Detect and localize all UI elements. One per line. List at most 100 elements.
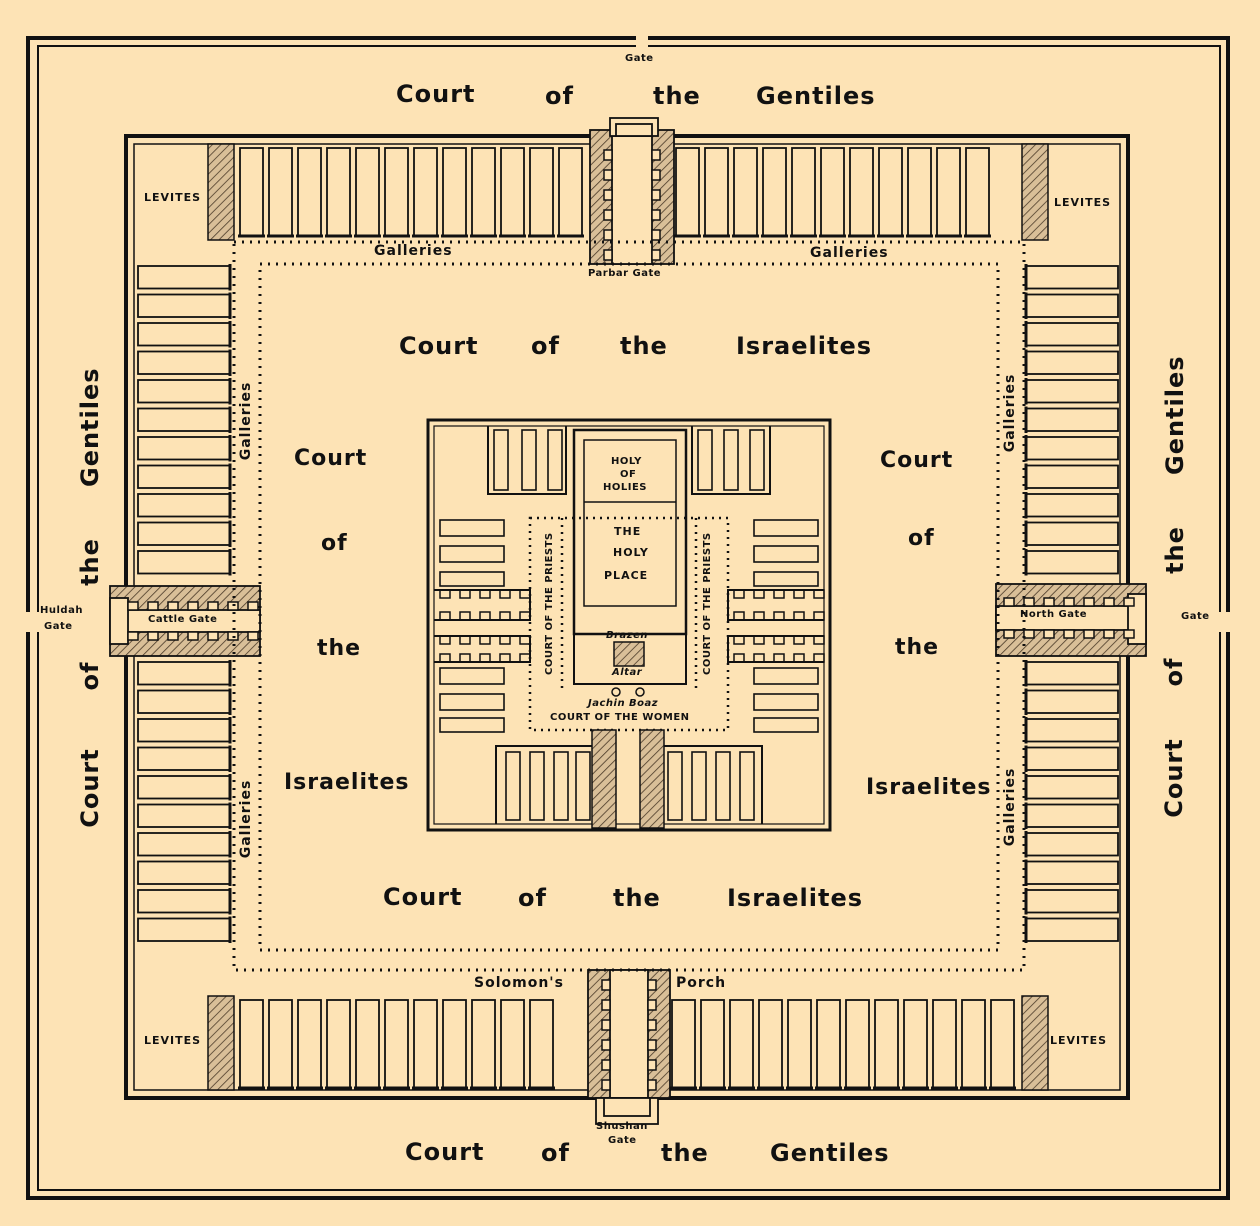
chamber-right bbox=[1025, 803, 1119, 828]
holy-place-line-1: THE bbox=[614, 525, 642, 538]
outer-court-left-word-2: of bbox=[76, 661, 104, 691]
israelites-top-word-1: Court bbox=[399, 332, 479, 360]
corner-pillars bbox=[207, 143, 1049, 1091]
court-of-priests-right: COURT OF THE PRIESTS bbox=[702, 532, 713, 675]
israelites-left-word-3: the bbox=[317, 636, 362, 661]
chamber-top bbox=[268, 147, 293, 237]
chamber-bottom bbox=[961, 999, 986, 1089]
inner-chamber-top bbox=[697, 429, 713, 491]
chamber-bottom bbox=[816, 999, 841, 1089]
levites-top-left: LEVITES bbox=[144, 191, 202, 204]
inner-chamber-top bbox=[749, 429, 765, 491]
inner-chamber-bottom bbox=[575, 751, 591, 821]
chamber-bottom bbox=[442, 999, 467, 1089]
chamber-bottom bbox=[787, 999, 812, 1089]
inner-chamber-top bbox=[723, 429, 739, 491]
chamber-top bbox=[704, 147, 729, 237]
chamber-bottom bbox=[990, 999, 1015, 1089]
inner-chamber-side bbox=[439, 571, 505, 587]
israelites-top-word-4: Israelites bbox=[736, 332, 873, 360]
outer-court-bottom-word-1: Court bbox=[405, 1138, 485, 1166]
israelites-left-word-1: Court bbox=[294, 446, 368, 471]
inner-chamber-bottom bbox=[691, 751, 707, 821]
chamber-bottom bbox=[845, 999, 870, 1089]
chamber-right bbox=[1025, 550, 1119, 575]
israelites-right-word-2: of bbox=[908, 526, 935, 551]
chamber-right bbox=[1025, 350, 1119, 375]
galleries-top-right: Galleries bbox=[810, 245, 889, 261]
chamber-top bbox=[675, 147, 700, 237]
inner-chamber-side bbox=[753, 545, 819, 563]
chamber-left bbox=[137, 293, 231, 318]
parbar-gate-label: Parbar Gate bbox=[588, 268, 662, 279]
chamber-top bbox=[326, 147, 351, 237]
chamber-top bbox=[849, 147, 874, 237]
holy-of-holies-line-3: HOLIES bbox=[603, 482, 647, 493]
chamber-right bbox=[1025, 718, 1119, 743]
chamber-bottom bbox=[500, 999, 525, 1089]
jachin-boaz-label: Jachin Boaz bbox=[588, 698, 659, 709]
chamber-top bbox=[471, 147, 496, 237]
chamber-top bbox=[733, 147, 758, 237]
chamber-top bbox=[936, 147, 961, 237]
israelites-right-word-1: Court bbox=[880, 448, 954, 473]
galleries-right-upper: Galleries bbox=[1002, 373, 1018, 453]
jachin-pillar bbox=[611, 687, 621, 697]
chamber-bottom bbox=[413, 999, 438, 1089]
chamber-bottom bbox=[268, 999, 293, 1089]
shushan-gate-label-2: Gate bbox=[608, 1135, 637, 1146]
israelites-top-word-2: of bbox=[531, 332, 560, 360]
holy-place-line-2: HOLY bbox=[613, 546, 649, 559]
inner-chamber-bottom bbox=[553, 751, 569, 821]
chamber-top bbox=[820, 147, 845, 237]
inner-chamber-side bbox=[439, 693, 505, 711]
outer-court-left-word-4: Gentiles bbox=[76, 367, 104, 487]
chamber-right bbox=[1025, 917, 1119, 942]
chamber-left bbox=[137, 832, 231, 857]
chamber-bottom bbox=[903, 999, 928, 1089]
chamber-left bbox=[137, 379, 231, 404]
levites-bottom-right: LEVITES bbox=[1050, 1034, 1108, 1047]
chamber-top bbox=[878, 147, 903, 237]
court-of-women-label: COURT OF THE WOMEN bbox=[550, 712, 690, 723]
chamber-right bbox=[1025, 521, 1119, 546]
holy-place-line-3: PLACE bbox=[604, 569, 649, 582]
outer-court-left-word-3: the bbox=[76, 538, 104, 586]
chamber-bottom bbox=[326, 999, 351, 1089]
cattle-gate-label: Cattle Gate bbox=[148, 614, 218, 625]
chamber-right bbox=[1025, 436, 1119, 461]
chamber-left bbox=[137, 521, 231, 546]
inner-chambers bbox=[439, 429, 819, 821]
chamber-bottom bbox=[471, 999, 496, 1089]
chamber-left bbox=[137, 917, 231, 942]
brazen-label: Brazen bbox=[606, 630, 649, 641]
outer-court-top-word-2: of bbox=[545, 82, 574, 110]
north-gate-label: North Gate bbox=[1020, 609, 1088, 620]
chamber-right bbox=[1025, 265, 1119, 290]
inner-chamber-top bbox=[547, 429, 563, 491]
chamber-top bbox=[355, 147, 380, 237]
porch-label: Porch bbox=[676, 975, 727, 991]
gate-crenellations bbox=[127, 149, 1135, 1091]
chamber-top bbox=[413, 147, 438, 237]
inner-chamber-top bbox=[521, 429, 537, 491]
inner-gate bbox=[591, 729, 665, 829]
chamber-top bbox=[907, 147, 932, 237]
israelites-bottom-word-3: the bbox=[613, 884, 661, 912]
inner-chamber-side bbox=[439, 667, 505, 685]
chamber-top bbox=[239, 147, 264, 237]
outer-court-left-word-1: Court bbox=[76, 748, 104, 828]
chamber-left bbox=[137, 718, 231, 743]
outer-court-bottom-word-3: the bbox=[661, 1139, 709, 1167]
inner-chamber-bottom bbox=[529, 751, 545, 821]
chamber-right bbox=[1025, 689, 1119, 714]
chamber-bottom bbox=[932, 999, 957, 1089]
chamber-left bbox=[137, 322, 231, 347]
chamber-left bbox=[137, 803, 231, 828]
outer-court-top-word-3: the bbox=[653, 82, 701, 110]
inner-chamber-side bbox=[753, 667, 819, 685]
middle-wall bbox=[124, 134, 1130, 1100]
inner-chamber-side bbox=[439, 519, 505, 537]
gallery-dotted-lines bbox=[232, 240, 1026, 972]
